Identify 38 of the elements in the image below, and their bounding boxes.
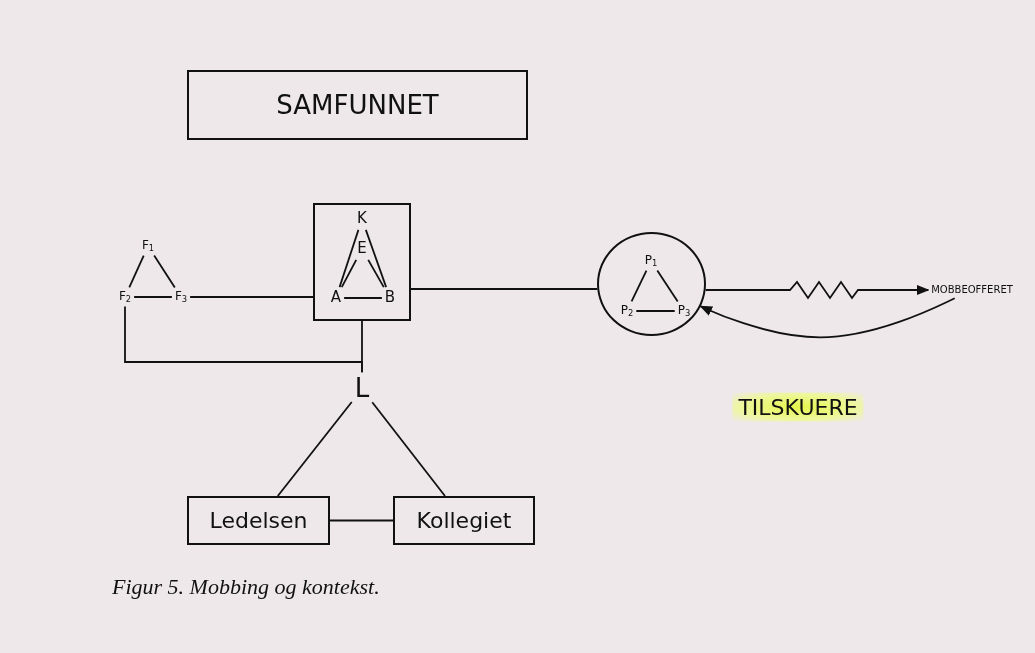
node-label: K [357,211,367,227]
connector-line [361,320,363,374]
node-label: F$_{2}$ [118,290,132,304]
node-label: P$_{3}$ [677,304,691,318]
connector-line [128,254,145,289]
node-label: A [330,290,342,306]
connector-line [410,288,599,290]
connector-line [371,401,446,497]
connector-line [367,259,385,289]
connector-line [133,296,173,298]
node-label: P$_{2}$ [620,304,634,318]
node-label: E [357,241,367,257]
label-box: Ledelsen [187,496,330,545]
connector-line [153,254,176,289]
node-label: F$_{1}$ [141,239,155,253]
connector-line [338,229,360,289]
connector-line [189,296,314,298]
node-label: P$_{1}$ [644,254,658,268]
connector-line [635,310,676,312]
connector-line [656,269,679,303]
arrow [704,280,930,300]
connector-line [276,401,353,497]
node-label: L [354,375,370,403]
arrow [699,297,956,339]
connector-line [364,229,388,289]
figure-caption: Figur 5. Mobbing og kontekst. [112,574,380,600]
node-label: F$_{3}$ [174,290,188,304]
frame-box [313,203,411,321]
label-box: SAMFUNNET [187,70,528,140]
label-box: Kollegiet [393,496,535,545]
connector-line [340,259,358,289]
connector-line [329,519,394,522]
connector-line [343,297,383,299]
connector-line [630,269,648,303]
node-label: MOBBEOFFERET [931,284,1013,296]
highlighted-text: TILSKUERE [732,392,864,422]
circle-frame [597,232,706,336]
node-label: B [384,290,396,306]
